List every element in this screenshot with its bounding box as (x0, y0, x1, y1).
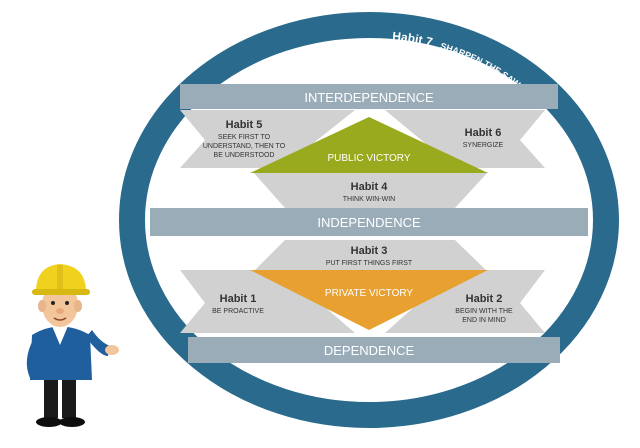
habit-2-title: Habit 2 (466, 293, 503, 305)
habit-3-desc: PUT FIRST THINGS FIRST (326, 260, 413, 267)
habit-6-panel (385, 110, 545, 168)
habit-5-desc-line2: UNDERSTAND, THEN TO (203, 143, 286, 150)
independence-label: INDEPENDENCE (317, 215, 421, 230)
private-victory-label: PRIVATE VICTORY (325, 288, 413, 299)
habit-5-panel (180, 110, 355, 168)
habit-6-title: Habit 6 (465, 127, 502, 139)
habit-2-panel (385, 270, 545, 333)
habit-4-desc: THINK WIN-WIN (343, 196, 396, 203)
habit-2-desc-line2: END IN MIND (462, 317, 506, 324)
public-victory-label: PUBLIC VICTORY (328, 153, 411, 164)
independence-band (150, 208, 588, 236)
habit-1-desc: BE PROACTIVE (212, 308, 264, 315)
dependence-label: DEPENDENCE (324, 343, 415, 358)
habit-3-title: Habit 3 (351, 245, 388, 257)
habit-5-desc-line3: BE UNDERSTOOD (214, 152, 275, 159)
habit-1-title: Habit 1 (220, 293, 257, 305)
habit-4-panel (253, 172, 488, 208)
habit-2-desc-line1: BEGIN WITH THE (455, 308, 513, 315)
habit-5-desc-line1: SEEK FIRST TO (218, 134, 271, 141)
public-victory-triangle (250, 117, 488, 173)
habit-1-panel (180, 270, 355, 333)
habit-5-title: Habit 5 (226, 119, 263, 131)
dependence-band (188, 337, 560, 363)
habit-4-title: Habit 4 (351, 181, 389, 193)
interdependence-label: INTERDEPENDENCE (304, 90, 434, 105)
private-victory-triangle (250, 270, 488, 330)
construction-worker-illustration (26, 264, 119, 427)
interdependence-band (180, 84, 558, 109)
habit-3-panel (253, 240, 488, 272)
habit-6-desc: SYNERGIZE (463, 142, 504, 149)
